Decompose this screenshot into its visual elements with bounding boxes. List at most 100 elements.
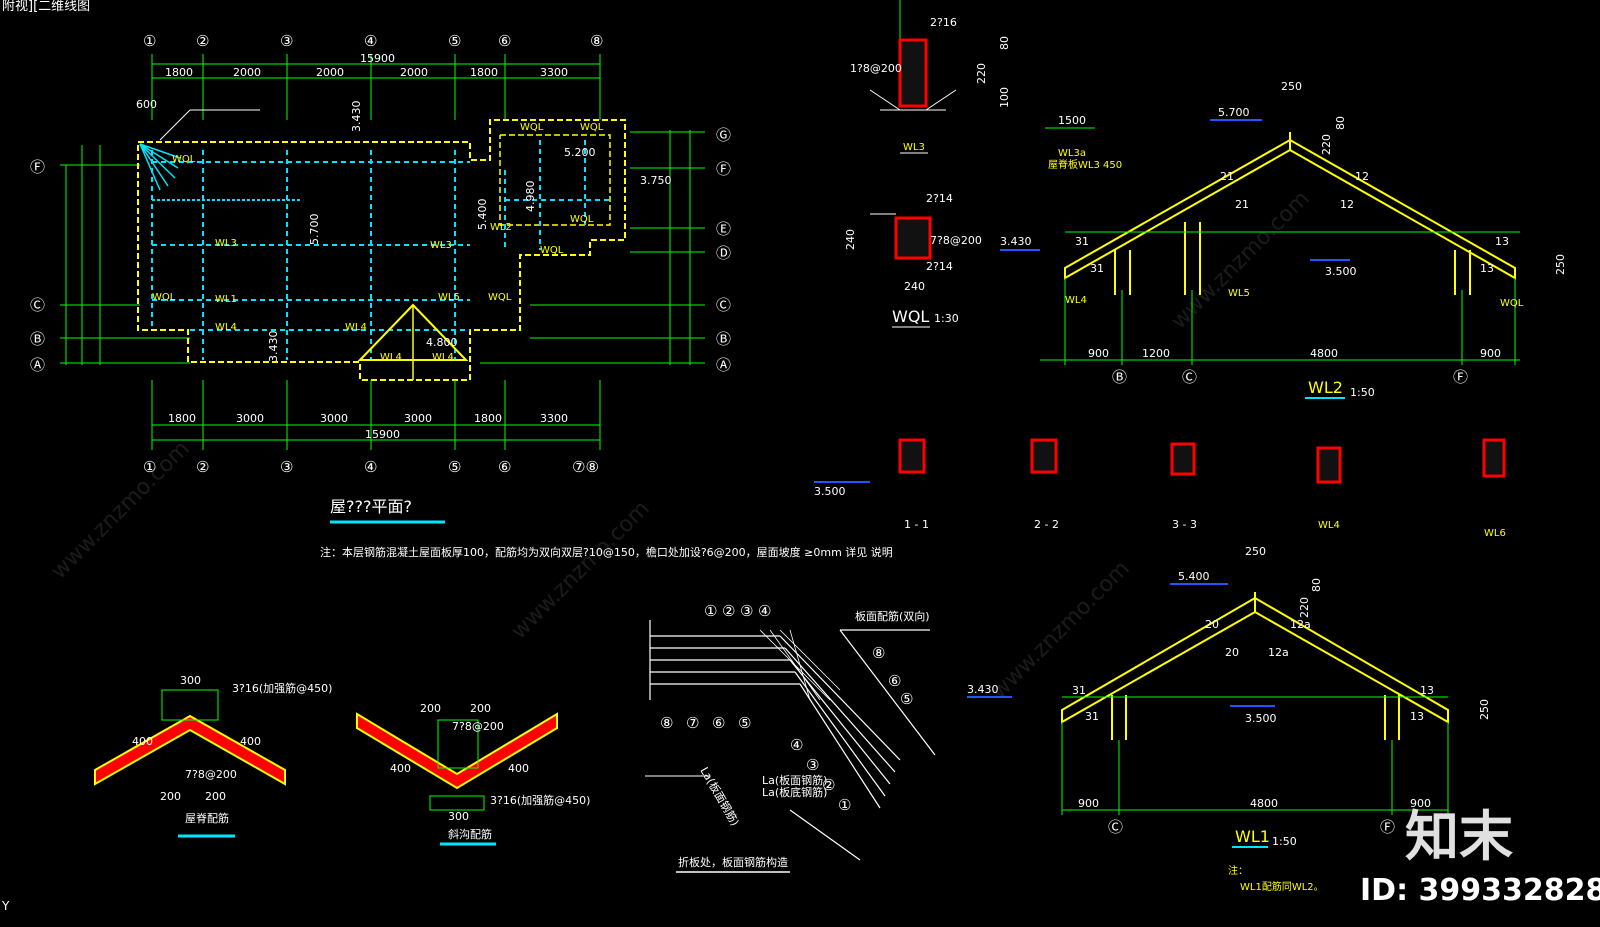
plan-top-dim-lines [151, 54, 601, 120]
dim-label: 300 [180, 674, 201, 687]
axis-label: Ⓒ [30, 296, 45, 314]
elevation-mark: 5.400 [476, 199, 489, 231]
section-mark: 12 [1355, 170, 1369, 183]
axis-label: ① [143, 458, 156, 476]
axis-label: ⑧ [660, 714, 673, 732]
rebar-label: 7?8@200 [930, 234, 982, 247]
section-mark: 21 [1220, 170, 1234, 183]
section-mark: 31 [1085, 710, 1099, 723]
axis-label: ④ [364, 32, 377, 50]
beam-label: WQL [1500, 298, 1524, 309]
rebar-label: 2?14 [926, 192, 953, 205]
dim-label: 200 [160, 790, 181, 803]
wl1-note: WL1配筋同WL2。 [1240, 880, 1324, 893]
dim-label: 300 [448, 810, 469, 823]
plan-note: 注：本层钢筋混凝土屋面板厚100，配筋均为双向双层?10@150，檐口处加设?6… [320, 545, 893, 559]
dim-label: 1500 [1058, 114, 1086, 127]
watermark-text: www.znzmo.com [987, 556, 1135, 704]
dim-label: 400 [390, 762, 411, 775]
axis-label: ③ [280, 458, 293, 476]
rebar-label: 1?8@200 [850, 62, 902, 75]
section-mark: 31 [1075, 235, 1089, 248]
axis-label: Ⓕ [716, 160, 731, 178]
dim-label: 900 [1480, 347, 1501, 360]
section-mark: 12a [1268, 646, 1289, 659]
axis-label: Ⓕ [1380, 818, 1395, 836]
elevation-mark: 3.500 [1325, 265, 1357, 278]
beam-label: WQL [570, 214, 594, 225]
dim-label: 1200 [1142, 347, 1170, 360]
elevation-mark: 5.700 [308, 214, 321, 246]
image-id: ID: 399332828 [1360, 873, 1600, 908]
beam-label: WL3 [215, 238, 237, 249]
dim-label: 900 [1410, 797, 1431, 810]
section-mark: 31 [1090, 262, 1104, 275]
dim-top: 2000 [233, 66, 261, 79]
dim-label: 100 [998, 87, 1011, 108]
elevation-mark: 3.500 [814, 485, 846, 498]
section-mark: 31 [1072, 684, 1086, 697]
dim-bottom: 3000 [404, 412, 432, 425]
elevation-mark: 3.430 [967, 683, 999, 696]
elevation-mark: 4.980 [524, 181, 537, 213]
section-mark: 20 [1205, 618, 1219, 631]
beam-label: WL4 [215, 322, 237, 333]
axis-label: Ⓒ [716, 296, 731, 314]
axis-label: Ⓕ [1453, 368, 1468, 386]
elevation-mark: 3.750 [640, 174, 672, 187]
beam-label: WQL [488, 292, 512, 303]
detail-note: La(板面钢筋) [762, 773, 827, 787]
axis-label: ⑤ [738, 714, 751, 732]
axis-label: ③ [806, 756, 819, 774]
axis-label: Ⓑ [716, 330, 731, 348]
dim-label: 220 [1320, 134, 1333, 155]
plan-bottom-dim-lines [151, 380, 601, 450]
ridge-detail: 300 3?16(加强筋@450) 7?8@200 400 400 200 20… [94, 674, 332, 838]
beam-label: WQL [152, 292, 176, 303]
dim-top: 3300 [540, 66, 568, 79]
detail-label: WL3 [903, 142, 925, 153]
wl3-detail: 2?16 1?8@200 80 220 100 WL3 1500 WL3a 屋脊… [850, 0, 1122, 171]
beam-label: WL3 [430, 240, 452, 251]
section-label: 3 - 3 [1172, 518, 1197, 531]
beam-label: WL2 [490, 222, 512, 233]
rebar-label: 2?16 [930, 16, 957, 29]
axis-label: ⑤ [448, 32, 461, 50]
corner-fan-rebar [139, 143, 181, 191]
dim-bottom: 1800 [168, 412, 196, 425]
folded-slab-detail: ① ② ③ ④ ⑧ ⑦ ⑥ ⑤ ⑧ ⑥ ⑤ ④ ③ ② ① 板面配筋(双向) L… [645, 602, 936, 873]
dim-label: 4800 [1250, 797, 1278, 810]
tab-title[interactable]: 附视][二维线图 [2, 0, 90, 14]
beam-label: WL4 [345, 322, 367, 333]
axis-label: ① [704, 602, 717, 620]
ucs-corner-icon: Y [1, 899, 10, 913]
dim-label: 900 [1088, 347, 1109, 360]
watermark-layer: www.znzmo.com www.znzmo.com www.znzmo.co… [47, 186, 1315, 704]
detail-note: La(板面钢筋) [697, 765, 742, 829]
section-mark: 13 [1420, 684, 1434, 697]
axis-label: ④ [364, 458, 377, 476]
beam-label: WL5 [438, 292, 460, 303]
detail-scale: 1:30 [934, 312, 959, 325]
rebar-label: 7?8@200 [185, 768, 237, 781]
section-label: 1 - 1 [904, 518, 929, 531]
beam-label: WL5 [1228, 288, 1250, 299]
dim-top: 2000 [400, 66, 428, 79]
axis-label: ⑥ [712, 714, 725, 732]
beam-label: WQL [520, 122, 544, 133]
axis-label: Ⓑ [30, 330, 45, 348]
dim-total-bottom: 15900 [365, 428, 400, 441]
dim-label: 200 [205, 790, 226, 803]
detail-note: 屋脊板WL3 450 [1048, 158, 1122, 171]
section-scale: 1:50 [1272, 835, 1297, 848]
detail-note: 板面配筋(双向) [855, 609, 930, 623]
brand-logo: 知末 [1405, 805, 1513, 868]
axis-label: ⑧ [872, 644, 885, 662]
beam-label: WL4 [432, 352, 454, 363]
dim-label: 250 [1281, 80, 1302, 93]
note-prefix: 注： [1228, 864, 1248, 877]
axis-label: ④ [790, 736, 803, 754]
rebar-label: 2?14 [926, 260, 953, 273]
axis-label: Ⓒ [1108, 818, 1123, 836]
